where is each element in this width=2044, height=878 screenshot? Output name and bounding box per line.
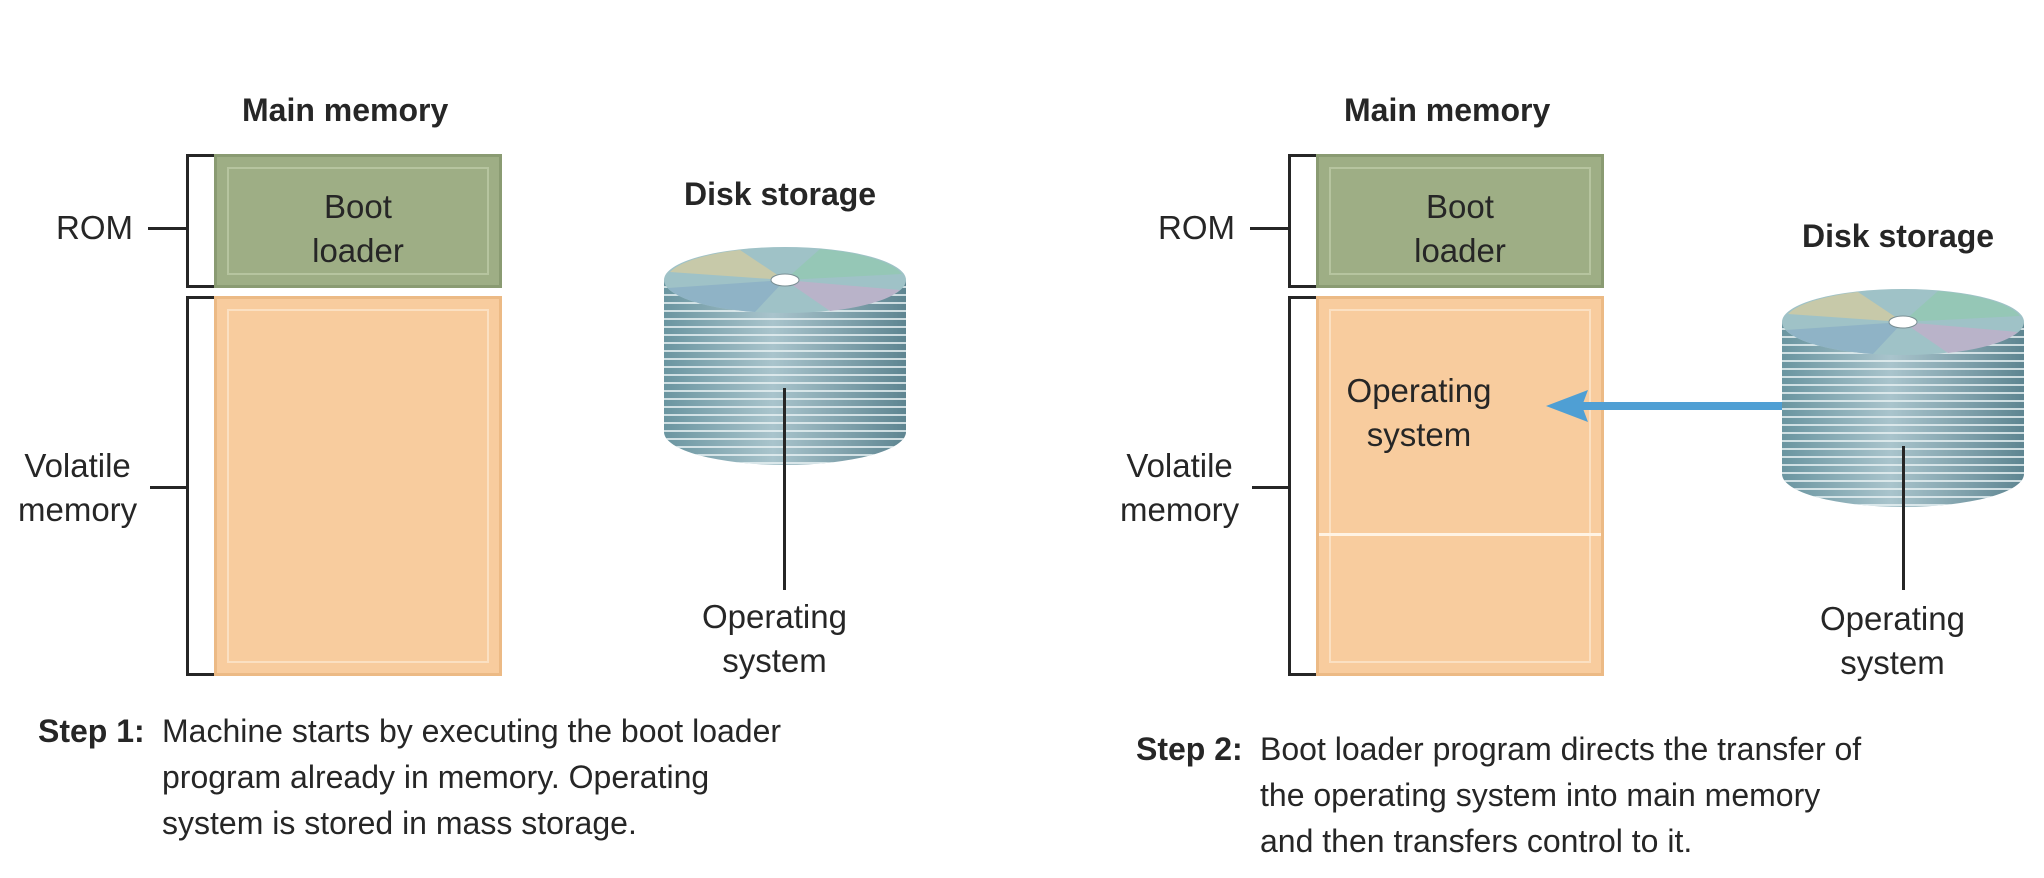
rom-label: ROM [56,209,133,246]
rom-label-leader [148,227,186,230]
main-memory-heading: Main memory [1344,92,1551,128]
step-2-panel: Main memory ROM Volatile memory Boot loa… [1102,0,2044,878]
volatile-inner-frame [1329,309,1591,663]
step-2-label: Step 2: [1136,731,1243,767]
rom-label-leader [1250,227,1288,230]
os-region-divider [1319,533,1601,536]
main-memory-heading: Main memory [242,92,449,128]
step-1-line-1: Machine starts by executing the boot loa… [162,713,782,749]
volatile-inner-frame [227,309,489,663]
step-1-label: Step 1: [38,713,145,749]
boot-loader-label: Boot loader [312,188,404,269]
rom-block: Boot loader [1316,154,1604,288]
rom-bracket [1288,154,1316,288]
step-2-line-2: the operating system into main memory [1260,777,1821,813]
step-2-line-1: Boot loader program directs the transfer… [1260,731,1862,767]
disk-callout-line [783,388,786,590]
disk-storage-heading: Disk storage [1802,218,1995,254]
step-1-line-2: program already in memory. Operating [162,759,710,795]
volatile-label-leader [1252,486,1288,489]
disk-os-caption: Operating system [702,598,847,679]
step-2-line-3: and then transfers control to it. [1260,823,1693,859]
rom-bracket [186,154,214,288]
rom-label: ROM [1158,209,1235,246]
volatile-memory-label: Volatile memory [18,447,138,528]
step-1-panel: Main memory ROM Volatile memory Boot loa… [18,92,918,858]
volatile-bracket [1288,296,1316,676]
rom-inner-frame [227,167,489,275]
rom-block: Boot loader [214,154,502,288]
step-1-description: Step 1: Machine starts by executing the … [38,708,918,858]
volatile-memory-block [214,296,502,676]
boot-loader-label: Boot loader [1414,188,1506,269]
volatile-memory-block: Operating system [1316,296,1604,676]
step-1-line-3: system is stored in mass storage. [162,805,637,841]
disk-storage-heading: Disk storage [684,176,877,212]
step-2-description: Step 2: Boot loader program directs the … [1136,726,2016,876]
disk-stack-icon [1782,289,2024,507]
volatile-bracket [186,296,214,676]
rom-inner-frame [1329,167,1591,275]
disk-os-caption: Operating system [1820,600,1965,681]
disk-callout-line [1902,446,1905,590]
volatile-memory-label: Volatile memory [1120,447,1240,528]
volatile-label-leader [150,486,186,489]
memory-os-label: Operating system [1346,372,1492,453]
disk-stack-icon [664,247,906,465]
